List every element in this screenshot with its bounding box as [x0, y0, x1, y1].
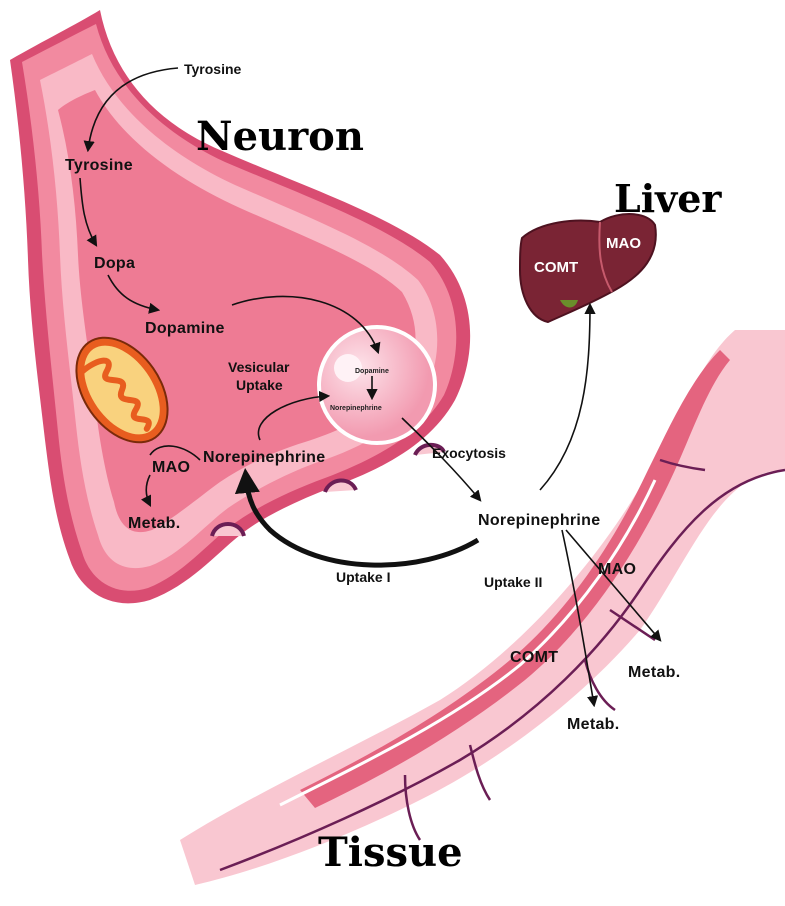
label-tissue-metab-1: Metab. [628, 664, 680, 681]
title-neuron: Neuron [196, 113, 364, 160]
label-vesicle-norepinephrine: Norepinephrine [330, 405, 382, 412]
neuron [10, 10, 470, 603]
label-neuron-mao: MAO [152, 459, 190, 476]
membrane-pit [212, 524, 244, 536]
synaptic-vesicle [319, 327, 435, 443]
label-exocytosis: Exocytosis [432, 445, 506, 461]
title-liver: Liver [614, 176, 722, 221]
title-tissue: Tissue [318, 829, 463, 876]
label-tissue-mao: MAO [598, 561, 636, 578]
label-neuron-norepinephrine: Norepinephrine [203, 449, 325, 466]
label-tyrosine-outside: Tyrosine [184, 61, 242, 77]
label-tissue-metab-2: Metab. [567, 716, 619, 733]
label-vesicle-dopamine: Dopamine [355, 368, 389, 375]
label-uptake-1: Uptake I [336, 569, 390, 585]
label-liver-comt: COMT [534, 259, 578, 276]
label-neuron-metab: Metab. [128, 515, 180, 532]
label-tyrosine-inside: Tyrosine [65, 157, 133, 174]
label-synaptic-norepinephrine: Norepinephrine [478, 512, 600, 529]
arrow-to-liver [540, 305, 590, 490]
label-liver-mao: MAO [606, 235, 641, 252]
label-uptake-2: Uptake II [484, 574, 542, 590]
label-dopa: Dopa [94, 255, 135, 272]
label-dopamine: Dopamine [145, 320, 225, 337]
label-vesicular: Vesicular [228, 359, 290, 375]
label-uptake: Uptake [236, 377, 283, 393]
label-tissue-comt: COMT [510, 649, 558, 666]
